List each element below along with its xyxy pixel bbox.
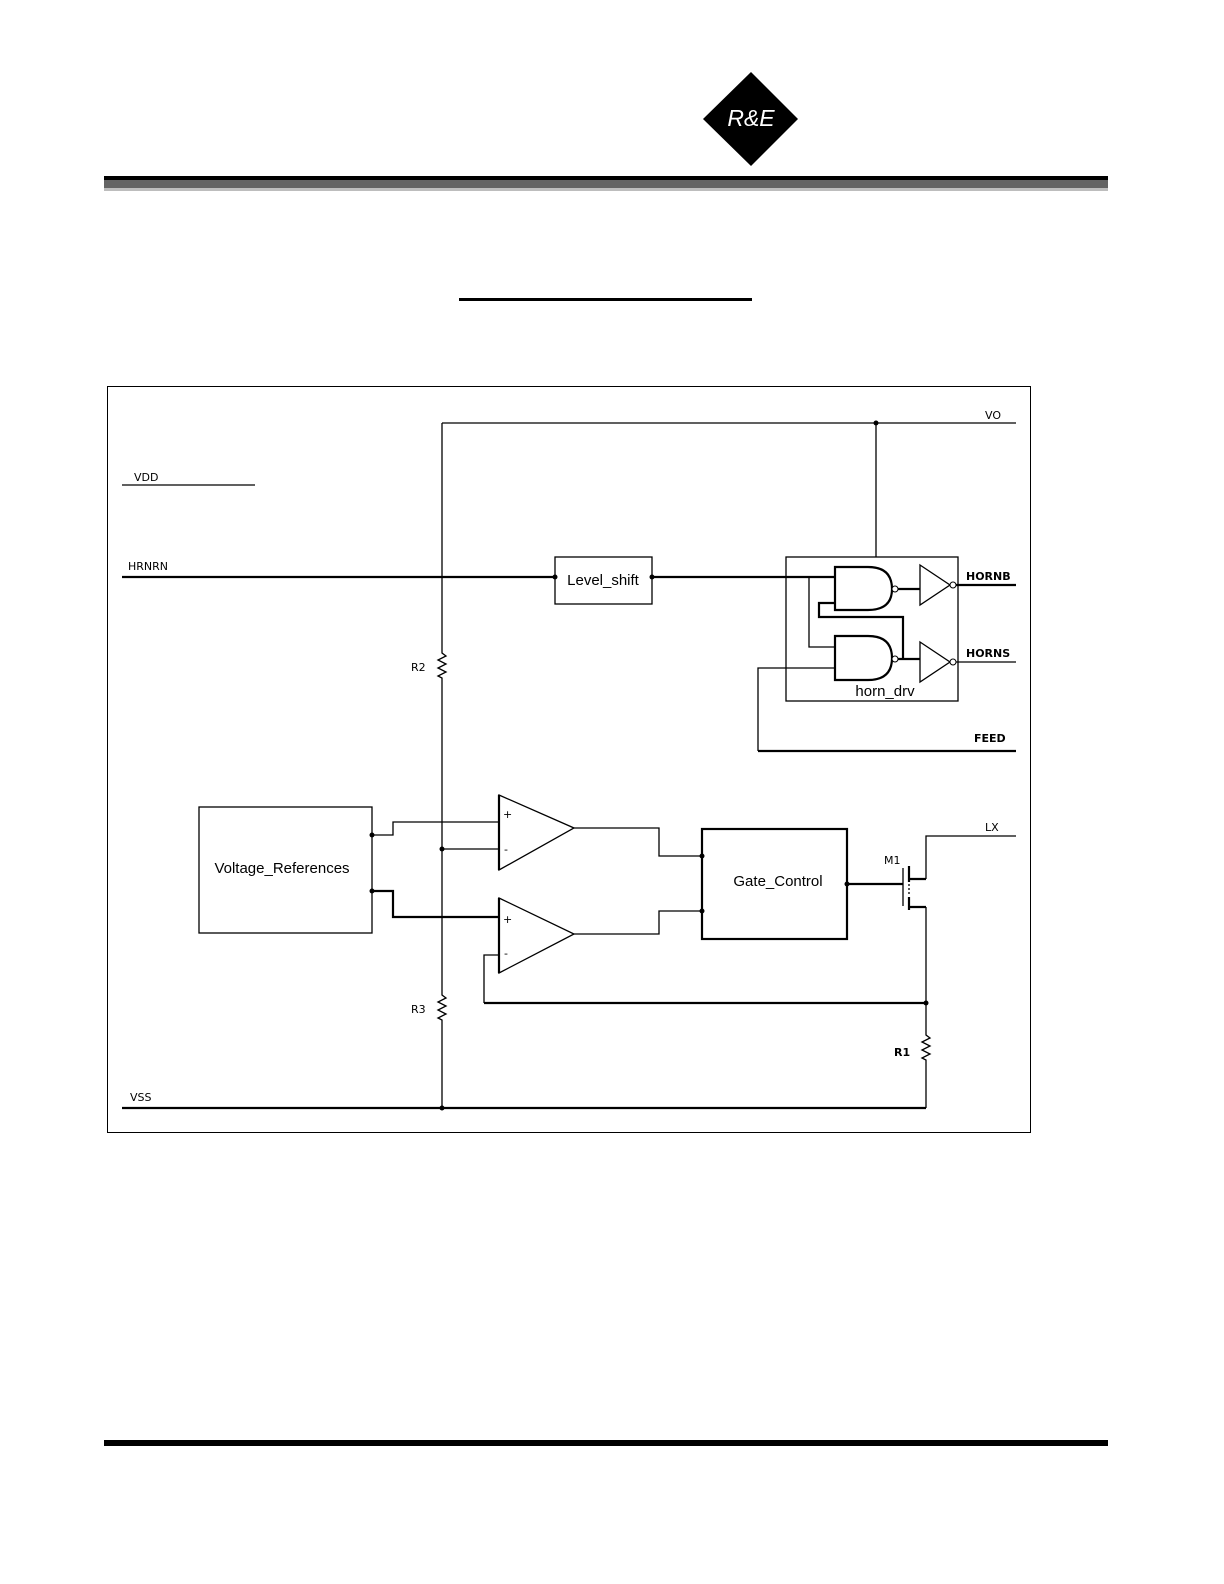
header-rule-dark xyxy=(104,176,1108,180)
r3-label: R3 xyxy=(411,1003,426,1016)
company-logo: R&E xyxy=(703,72,798,166)
feed-label: FEED xyxy=(974,732,1006,745)
voltage-references-label: Voltage_References xyxy=(214,860,349,877)
comp2-plus: + xyxy=(503,913,512,926)
horns-label: HORNS xyxy=(966,647,1010,660)
level-shift-block xyxy=(554,556,653,605)
comparator-2 xyxy=(498,896,576,975)
vdd-label: VDD xyxy=(134,471,158,484)
vo-label: VO xyxy=(985,409,1001,422)
resistor-divider xyxy=(436,423,448,1108)
logo-text: R&E xyxy=(727,105,775,131)
r1-label: R1 xyxy=(894,1046,910,1059)
level-shift-label: Level_shift xyxy=(567,572,640,589)
comp2-minus: - xyxy=(504,947,508,960)
transistor-m1 xyxy=(902,835,1016,1108)
nand-gate-2 xyxy=(833,634,894,682)
nand-gate-1 xyxy=(833,565,894,612)
gate-control-label: Gate_Control xyxy=(733,873,822,890)
r2-label: R2 xyxy=(411,661,426,674)
header-rule-light xyxy=(104,188,1108,191)
m1-label: M1 xyxy=(884,854,901,867)
lx-label: LX xyxy=(985,821,999,834)
voltage-references-block xyxy=(198,806,373,934)
title-underline xyxy=(459,298,752,301)
comp1-minus: - xyxy=(504,843,508,856)
footer-rule xyxy=(104,1440,1108,1446)
diagram-frame xyxy=(107,386,1031,1133)
comparator-1 xyxy=(498,794,576,872)
inverter-1 xyxy=(919,563,952,607)
horn-drv-block xyxy=(785,556,959,702)
horn-drv-label: horn_drv xyxy=(855,683,915,700)
inverter-2 xyxy=(919,640,952,684)
comp1-plus: + xyxy=(503,808,512,821)
header-rule-grey xyxy=(104,180,1108,188)
vss-label: VSS xyxy=(130,1091,152,1104)
block-diagram: VO VDD HRNRN Level_shift horn_drv HORNB … xyxy=(107,386,1031,1133)
hrnrn-label: HRNRN xyxy=(128,560,168,573)
hornb-label: HORNB xyxy=(966,570,1011,583)
